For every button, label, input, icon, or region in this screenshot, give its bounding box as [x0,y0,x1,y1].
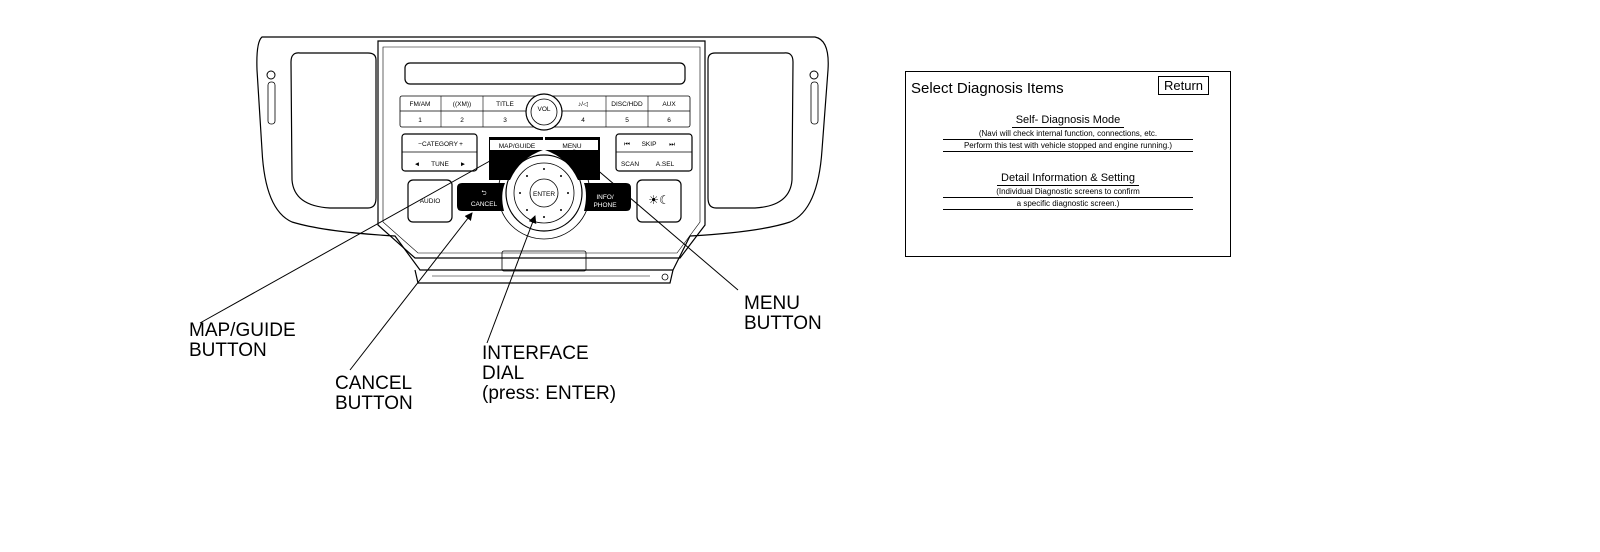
btn-label-title: TITLE [496,101,514,108]
self-diagnosis-desc-1: (Navi will check internal function, conn… [943,128,1193,140]
self-diagnosis-desc-2: Perform this test with vehicle stopped a… [943,140,1193,152]
left-vent [290,52,377,209]
interface-dial[interactable] [505,154,583,232]
cancel-leader [349,212,473,371]
detail-info-option[interactable]: Detail Information & Setting [906,172,1230,186]
console-bezel [256,36,829,271]
preset-1[interactable]: 1 [418,117,422,124]
menu-leader [573,149,739,291]
self-diagnosis-option[interactable]: Self- Diagnosis Mode [906,114,1230,128]
map-guide-leader [199,156,498,324]
screen-title: Select Diagnosis Items [911,80,1064,97]
info-phone-label-2: PHONE [593,202,617,209]
map-guide-callout: MAP/GUIDE BUTTON [189,320,296,361]
cancel-label: CANCEL [471,201,498,208]
detail-info-desc-1: (Individual Diagnostic screens to confir… [943,186,1193,198]
cancel-callout: CANCEL BUTTON [335,373,413,414]
preset-5[interactable]: 5 [625,117,629,124]
right-vent [707,52,794,209]
skip-back-icon[interactable]: ⏮ [624,141,630,148]
preset-4[interactable]: 4 [581,117,585,124]
map-guide-label: MAP/GUIDE [499,143,536,150]
preset-3[interactable]: 3 [503,117,507,124]
vol-label: VOL [537,106,550,113]
info-phone-button[interactable] [584,183,631,211]
detail-info-desc-2: a specific diagnostic screen.) [943,198,1193,210]
preset-2[interactable]: 2 [460,117,464,124]
btn-label-disc-hdd: DISC/HDD [611,101,643,108]
btn-label-xm: ((XM)) [453,101,471,108]
interface-leader [486,215,537,344]
cancel-button[interactable] [457,183,505,211]
face-plate [377,40,706,259]
info-phone-label-1: INFO/ [596,194,614,201]
tune-right-icon[interactable]: ► [460,161,466,168]
scan-label[interactable]: SCAN [621,161,639,168]
skip-forward-icon[interactable]: ⏭ [669,141,675,148]
diagnosis-screen: Select Diagnosis Items Return Self- Diag… [905,71,1231,257]
disc-slot [404,62,686,85]
skip-scan-block [615,133,693,172]
tune-left-icon[interactable]: ◄ [414,161,420,168]
audio-label: AUDIO [420,198,441,205]
btn-label-play-mute: ♪/◁ [578,101,589,108]
self-diagnosis-title: Self- Diagnosis Mode [1011,114,1125,128]
detail-info-title: Detail Information & Setting [997,172,1139,186]
category-minus-icon[interactable]: − [418,141,422,148]
btn-label-fm-am: FM/AM [410,101,431,108]
menu-callout: MENU BUTTON [744,293,822,334]
preset-6[interactable]: 6 [667,117,671,124]
audio-button[interactable] [407,179,453,223]
tune-label: TUNE [431,161,449,168]
back-arrow-icon: ⮌ [481,189,487,197]
btn-label-aux: AUX [662,101,676,108]
sun-moon-icon: ☀☾ [648,193,670,207]
return-button[interactable]: Return [1158,76,1209,95]
interface-dial-callout: INTERFACE DIAL (press: ENTER) [482,343,617,404]
menu-label: MENU [562,143,581,150]
category-plus-icon[interactable]: + [459,141,463,148]
skip-label: SKIP [642,141,657,148]
category-tune-block [401,133,478,172]
category-label: CATEGORY [422,141,459,148]
enter-label: ENTER [533,191,555,198]
a-sel-label[interactable]: A.SEL [656,161,675,168]
